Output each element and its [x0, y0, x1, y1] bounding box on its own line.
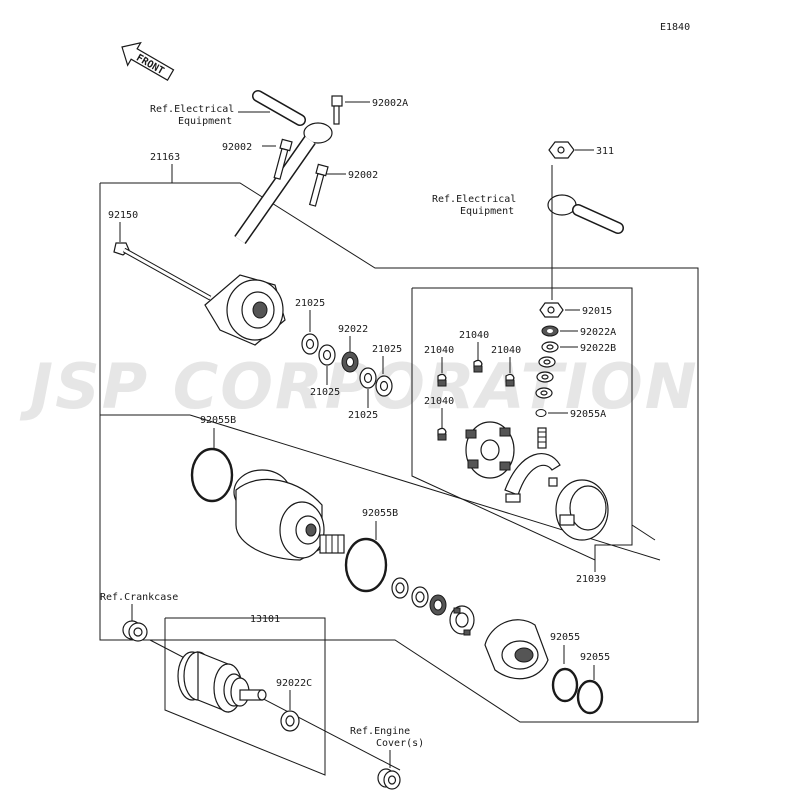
bolt-92002-a	[273, 138, 293, 180]
part-label-21025-a: 21025	[295, 298, 325, 309]
bolt-92002-b	[308, 163, 329, 207]
part-label-21163: 21163	[150, 152, 180, 163]
shim-washer-a	[391, 577, 409, 599]
part-label-21040-c: 21040	[491, 345, 521, 356]
washer-21025-a	[301, 333, 319, 355]
bushing-crankcase	[122, 620, 148, 642]
part-label-21025-b: 21025	[310, 387, 340, 398]
part-label-92022: 92022	[338, 324, 368, 335]
ref-electrical-label-1-line1: Ref.Electrical	[150, 104, 234, 115]
bolt-92002A	[331, 95, 343, 125]
nut-311	[548, 141, 575, 159]
bushing-engine-cover	[377, 768, 401, 790]
brush-spring-21040-c	[505, 373, 515, 387]
part-label-92055-a: 92055	[550, 632, 580, 643]
part-label-21040-d: 21040	[424, 396, 454, 407]
part-label-92055A: 92055A	[570, 409, 606, 420]
shim-washer-b	[411, 586, 429, 608]
motor-yoke	[233, 469, 325, 561]
brush-spring-21040-a	[473, 359, 483, 373]
starter-cable-right	[547, 194, 624, 234]
part-label-21039: 21039	[576, 574, 606, 585]
armature-shaft	[319, 534, 345, 554]
clutch-group-frame	[164, 617, 326, 776]
guide-line	[631, 524, 656, 541]
starter-cable-top	[234, 90, 333, 245]
washer-stack	[535, 356, 556, 399]
ref-crankcase-label: Ref.Crankcase	[100, 592, 178, 603]
oring-92055-b	[576, 679, 604, 715]
oring-92055B-a	[190, 447, 234, 503]
shim-washer-c	[429, 594, 447, 616]
washer-92022C	[280, 710, 300, 732]
part-label-21040-a: 21040	[459, 330, 489, 341]
front-arrow-icon: FRONT	[121, 41, 175, 82]
starter-clutch-13101	[177, 651, 267, 713]
part-label-21025-c: 21025	[372, 344, 402, 355]
washer-21025-c	[359, 367, 377, 389]
washer-92022	[341, 351, 359, 373]
washer-92022A	[541, 325, 559, 337]
oring-92055A	[535, 409, 547, 417]
ref-engine-cover-label-line2: Cover(s)	[376, 738, 424, 749]
main-frame-outline	[99, 182, 699, 723]
part-label-92055B-a: 92055B	[200, 415, 236, 426]
brush-holder-plate	[465, 421, 515, 479]
part-label-13101: 13101	[250, 614, 280, 625]
part-label-311: 311	[596, 146, 614, 157]
brush-spring-21040-d	[437, 427, 447, 441]
part-label-92055-b: 92055	[580, 652, 610, 663]
end-cover-21163	[204, 274, 286, 346]
washer-21025-d	[375, 375, 393, 397]
nut-92015	[539, 302, 564, 318]
part-label-92015: 92015	[582, 306, 612, 317]
part-label-92002A: 92002A	[372, 98, 408, 109]
bearing-retainer	[449, 605, 475, 636]
part-label-92002-a: 92002	[222, 142, 252, 153]
rear-cover-21039	[548, 477, 609, 541]
part-label-92002-b: 92002	[348, 170, 378, 181]
washer-21025-b	[318, 344, 336, 366]
part-label-21025-d: 21025	[348, 410, 378, 421]
part-label-21040-b: 21040	[424, 345, 454, 356]
front-cover	[484, 619, 549, 680]
part-label-92022A: 92022A	[580, 327, 616, 338]
through-bolt-92150	[113, 242, 212, 301]
ref-electrical-label-2-line1: Ref.Electrical	[432, 194, 516, 205]
part-label-92150: 92150	[108, 210, 138, 221]
ref-engine-cover-label-line1: Ref.Engine	[350, 726, 410, 737]
oring-92055-a	[551, 667, 579, 703]
diagram-code: E1840	[660, 22, 690, 33]
ref-electrical-label-1-line2: Equipment	[178, 116, 232, 127]
part-label-92022C: 92022C	[276, 678, 312, 689]
brush-plate-bracket	[504, 453, 561, 496]
part-label-92055B-b: 92055B	[362, 508, 398, 519]
washer-92022B	[541, 341, 559, 353]
part-label-92022B: 92022B	[580, 343, 616, 354]
brush-spring-21040-b	[437, 373, 447, 387]
terminal-bolt	[537, 427, 547, 449]
oring-92055B-b	[344, 537, 388, 593]
ref-electrical-label-2-line2: Equipment	[460, 206, 514, 217]
